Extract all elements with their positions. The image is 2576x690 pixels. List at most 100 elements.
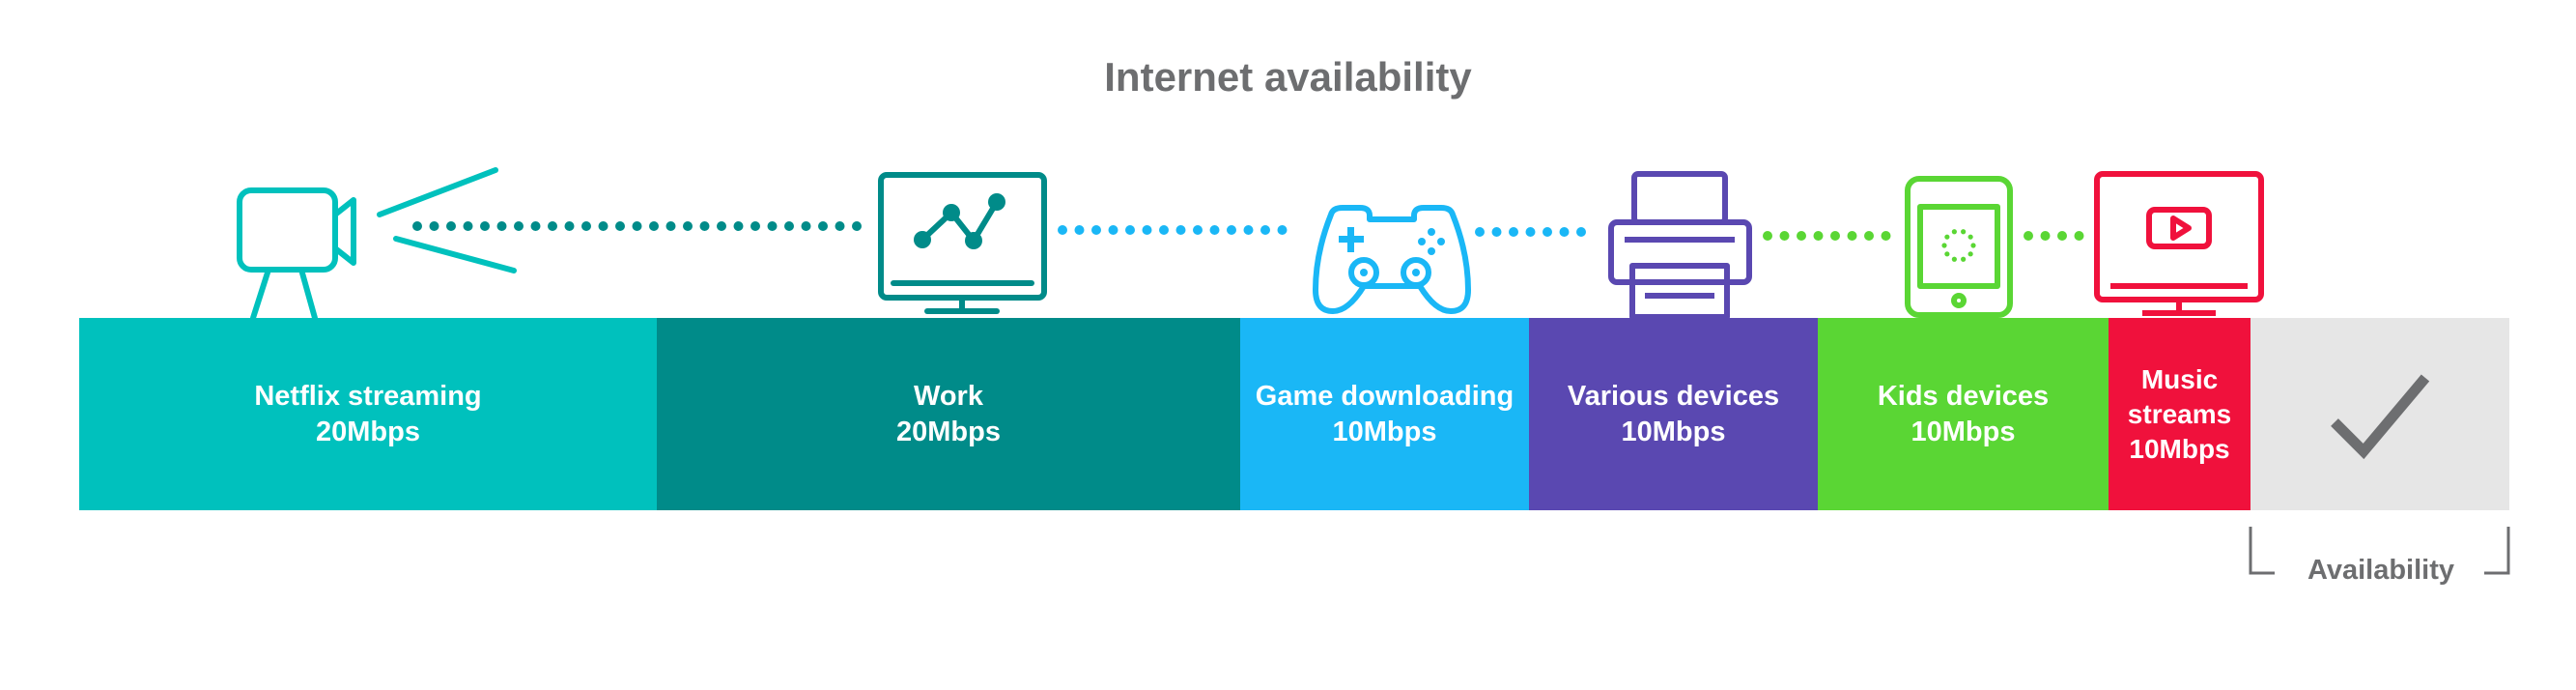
segment-speed: 20Mbps [316,416,420,447]
loading-dot [1944,234,1950,240]
connector-dot [1797,231,1806,241]
connector-dot [632,221,642,231]
availability-bracket [2249,527,2510,575]
connector-dot [446,221,456,231]
segment-speed: 10Mbps [1911,416,2016,447]
segment-availability [2250,318,2509,510]
connector-dot [1475,227,1485,237]
connector-dot [598,221,609,231]
connector-dot [1763,231,1772,241]
connector-dot [767,221,778,231]
availability-label: Availability [2307,555,2455,586]
loading-dot [1944,251,1950,257]
connector-dot [1260,225,1270,235]
connector-dot [615,221,625,231]
monitor-play-icon [2094,171,2264,316]
segment-game-downloading: Game downloading 10Mbps [1240,318,1529,510]
connector-various-kids [1763,231,1891,241]
connector-dot [750,221,760,231]
connector-dot [514,221,524,231]
connector-dot [1576,227,1586,237]
connector-dot [1277,225,1288,235]
segment-label: Work [914,380,983,412]
segment-various-devices: Various devices 10Mbps [1529,318,1818,510]
loading-dots [1941,229,1976,262]
segment-label: Game downloading [1255,380,1514,412]
loading-dot [1967,234,1973,240]
connector-kids-music [2024,231,2084,241]
loading-dot [1951,256,1957,262]
connector-dot [1227,225,1236,235]
connector-dot [1074,225,1085,235]
connector-netflix-work [412,221,862,231]
loading-dot [1951,229,1957,235]
connector-dot [784,221,794,231]
segment-kids-devices: Kids devices 10Mbps [1818,318,2109,510]
segment-label-line1: Music [2140,363,2219,394]
connector-dot [801,221,811,231]
gamepad-buttons [1339,227,1445,276]
segment-work: Work 20Mbps [657,318,1240,510]
segment-label: Kids devices [1877,380,2050,412]
loading-dot [1961,229,1967,235]
monitor-chart-icon [878,172,1047,314]
connector-dot [2057,231,2067,241]
connector-dot [852,221,862,231]
connector-dot [835,221,845,231]
connector-dot [818,221,828,231]
connector-dot [1159,225,1169,235]
connector-dot [1491,227,1502,237]
connector-dot [412,221,422,231]
loading-dot [1967,251,1973,257]
tablet-icon [1905,176,2013,318]
connector-dot [1175,225,1186,235]
connector-dot [1142,225,1152,235]
connector-dot [1830,231,1840,241]
segment-speed: 20Mbps [896,416,1001,447]
loading-dot [1961,256,1967,262]
connector-dot [581,221,591,231]
connector-dot [530,221,541,231]
connector-dot [1125,225,1135,235]
connector-dot [1559,227,1570,237]
segment-speed: 10Mbps [1621,416,1726,447]
segment-label: Various devices [1567,380,1780,412]
connector-dot [1193,225,1203,235]
connector-dot [649,221,659,231]
connector-dot [1864,231,1874,241]
video-camera-icon [237,167,517,321]
connector-dot [429,221,439,231]
loading-dot [1970,243,1976,248]
connector-dot [1209,225,1220,235]
connector-dot [665,221,676,231]
connector-dot [1881,231,1891,241]
connector-dot [717,221,726,231]
connector-dot [1091,225,1101,235]
connector-dot [1058,225,1067,235]
connector-dot [1108,225,1118,235]
diagram-title: Internet availability [1104,54,1472,100]
connector-game-various [1475,227,1586,237]
checkmark-icon [2331,373,2430,459]
connector-dot [1509,227,1518,237]
connector-dot [2024,231,2033,241]
segment-speed: 10Mbps [2129,433,2230,464]
connector-dot [683,221,693,231]
connector-dot [2040,231,2051,241]
connector-dot [1243,225,1254,235]
connector-dot [2074,231,2084,241]
connector-dot [1847,231,1857,241]
loading-dot [1941,243,1947,248]
segment-music-streams: Music streams 10Mbps [2109,318,2250,510]
connector-dot [1779,231,1790,241]
segment-label: Netflix streaming [254,380,482,412]
printer-details [1625,237,1735,299]
connector-dot [548,221,557,231]
segment-label-line2: streams [2127,398,2232,429]
connector-dot [699,221,710,231]
gamepad-icon [1313,205,1471,314]
chart-points [914,193,1005,249]
printer-icon [1608,171,1752,320]
connector-dot [1543,227,1552,237]
